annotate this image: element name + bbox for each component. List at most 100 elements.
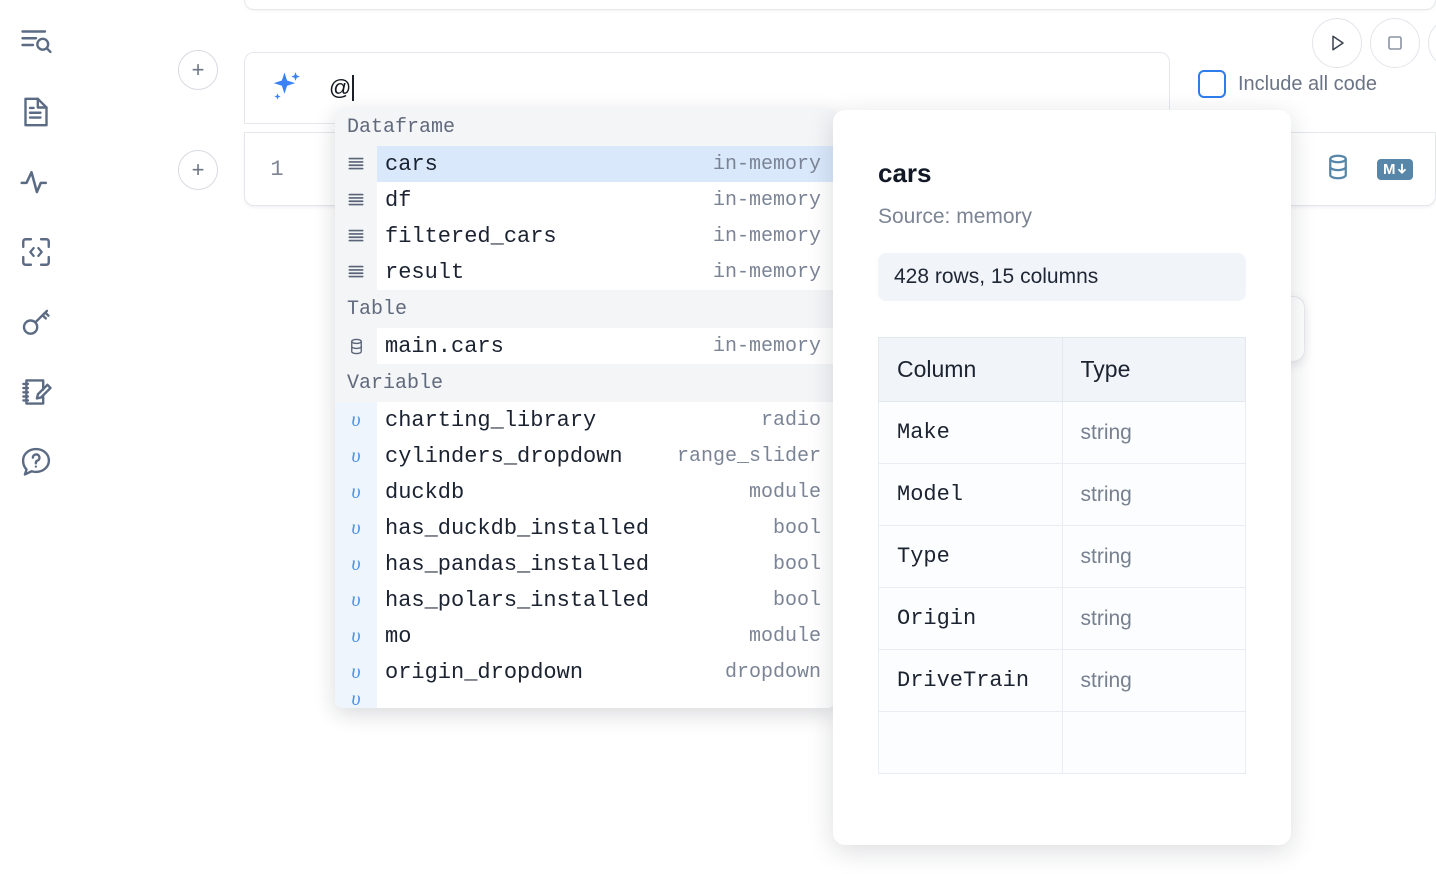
mention-item-type [791, 690, 821, 708]
preview-cell-type: string [1061, 587, 1246, 650]
variable-upsilon-icon: υ [335, 654, 377, 690]
include-all-code-row: Include all code [1198, 70, 1377, 98]
mention-item-name: filtered_cars [385, 223, 557, 249]
lines-dataframe-icon [335, 254, 377, 290]
mention-item-type: in-memory [712, 152, 821, 176]
mention-item-name: has_pandas_installed [385, 551, 650, 577]
mention-item-name: has_duckdb_installed [385, 515, 650, 541]
variable-upsilon-icon: υ [335, 438, 377, 474]
database-table-icon [335, 328, 377, 364]
mention-item-name: cylinders_dropdown [385, 443, 623, 469]
lines-dataframe-icon [335, 146, 377, 182]
variable-upsilon-icon: υ [335, 510, 377, 546]
scratchpad-edit-icon[interactable] [12, 368, 60, 416]
preview-source: Source: memory [878, 205, 1033, 228]
variable-upsilon-icon: υ [335, 402, 377, 438]
preview-cell-column: Make [878, 401, 1063, 464]
mention-item[interactable]: υ cylinders_dropdown range_slider [335, 438, 835, 474]
preview-title: cars [878, 158, 932, 188]
help-chat-icon[interactable] [12, 438, 60, 486]
add-cell-button-bottom[interactable]: + [178, 150, 218, 190]
more-round-icon[interactable] [1428, 18, 1436, 68]
preview-header-type: Type [1061, 337, 1246, 402]
markdown-badge[interactable]: M [1377, 158, 1413, 180]
mention-item-name: df [385, 187, 412, 213]
preview-cell-type: string [1061, 525, 1246, 588]
mention-item-name: charting_library [385, 407, 597, 433]
mention-item[interactable]: υ has_duckdb_installed bool [335, 510, 835, 546]
database-icon[interactable] [1323, 152, 1353, 187]
mention-item-name: duckdb [385, 479, 465, 505]
preview-cell-type: string [1061, 649, 1246, 712]
stop-square-icon[interactable] [1370, 18, 1420, 68]
explore-search-icon[interactable] [12, 18, 60, 66]
mention-item-name: mo [385, 623, 412, 649]
mention-item-type: module [748, 624, 821, 648]
mention-item-body: duckdb module [377, 474, 835, 510]
mention-section-header-dataframe: Dataframe [335, 108, 835, 146]
variable-upsilon-icon: υ [335, 474, 377, 510]
variable-upsilon-icon: υ [335, 582, 377, 618]
preview-header-column: Column [878, 337, 1063, 402]
markdown-badge-letter: M [1383, 160, 1396, 178]
mention-section-header-variable: Variable [335, 364, 835, 402]
preview-cell-type [1061, 711, 1246, 774]
mention-item-type: range_slider [676, 444, 821, 468]
mention-item-body: main.cars in-memory [377, 328, 835, 364]
mention-item-type: dropdown [724, 660, 821, 684]
ai-prompt-value: @ [329, 75, 352, 100]
cell-run-controls [1312, 18, 1436, 68]
mention-item-type: bool [772, 516, 821, 540]
sparkle-ai-icon [267, 68, 307, 108]
mention-item-body: has_polars_installed bool [377, 582, 835, 618]
mention-item[interactable]: υ has_polars_installed bool [335, 582, 835, 618]
ai-prompt-input[interactable]: @ [307, 53, 1169, 123]
mention-item-type: module [748, 480, 821, 504]
mention-item-body: mo module [377, 618, 835, 654]
mention-item[interactable]: main.cars in-memory [335, 328, 835, 364]
mention-item-name: result [385, 259, 465, 285]
code-snippet-icon[interactable] [12, 228, 60, 276]
file-document-icon[interactable] [12, 88, 60, 136]
play-triangle-icon[interactable] [1312, 18, 1362, 68]
preview-cell-column: DriveTrain [878, 649, 1063, 712]
left-sidebar [0, 0, 72, 874]
previous-cell-sliver [244, 0, 1436, 10]
variable-upsilon-icon: υ [335, 546, 377, 582]
mention-item-type: in-memory [712, 334, 821, 358]
mention-item-name: main.cars [385, 333, 504, 359]
mention-item-body: cylinders_dropdown range_slider [377, 438, 835, 474]
preview-cell-type: string [1061, 463, 1246, 526]
activity-pulse-icon[interactable] [12, 158, 60, 206]
mention-item-clipped[interactable]: υ [335, 690, 835, 708]
key-icon[interactable] [12, 298, 60, 346]
mention-item-type: bool [772, 588, 821, 612]
preview-cell-column: Origin [878, 587, 1063, 650]
variable-upsilon-icon: υ [335, 690, 377, 708]
mention-section-header-table: Table [335, 290, 835, 328]
preview-cell-type: string [1061, 401, 1246, 464]
add-cell-button-top[interactable]: + [178, 50, 218, 90]
mention-item-name: has_polars_installed [385, 587, 650, 613]
include-all-code-checkbox[interactable] [1198, 70, 1226, 98]
